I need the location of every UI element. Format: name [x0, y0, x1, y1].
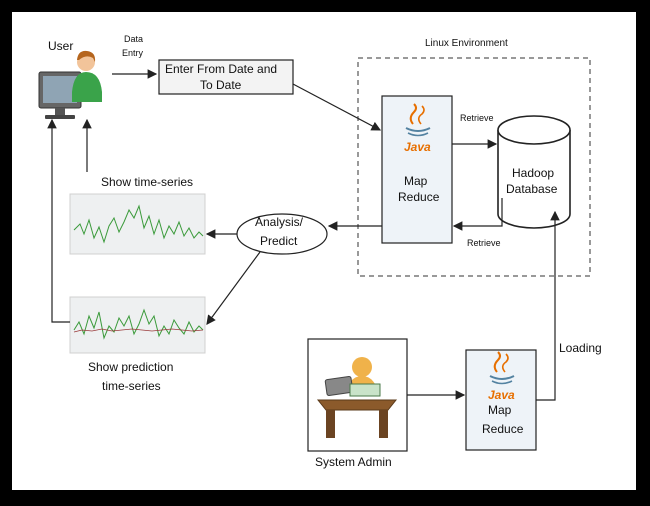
- user-label: User: [48, 39, 74, 53]
- prediction-series-chart: [69, 296, 206, 354]
- map-reduce-box-linux: [381, 95, 453, 244]
- java-text: Java: [488, 388, 515, 402]
- diagram-canvas: User Data Entry Enter From Date and To D…: [12, 12, 636, 490]
- data-entry-label-line2: Entry: [122, 48, 144, 58]
- reduce-label: Reduce: [482, 422, 524, 436]
- admin-at-desk-icon: [316, 357, 398, 438]
- hadoop-database-cylinder: [497, 115, 571, 229]
- map-label: Map: [488, 403, 512, 417]
- hadoop-database-label-line1: Hadoop: [512, 166, 555, 180]
- reduce-label: Reduce: [398, 190, 440, 204]
- enter-dates-label-line1: Enter From Date and: [165, 62, 278, 76]
- loading-label: Loading: [559, 341, 602, 355]
- analysis-label-line1: Analysis/: [255, 215, 304, 229]
- arrow-prediction-to-user: [47, 118, 70, 323]
- java-text: Java: [404, 140, 431, 154]
- retrieve-label-bottom: Retrieve: [467, 238, 501, 248]
- show-prediction-label-line1: Show prediction: [88, 360, 174, 374]
- connectors-layer: [38, 50, 591, 452]
- enter-dates-label-line2: To Date: [200, 78, 242, 92]
- hadoop-database-label-line2: Database: [506, 182, 558, 196]
- data-entry-label-line1: Data: [124, 34, 144, 44]
- arrow-enter-dates-to-map-reduce: [292, 83, 382, 131]
- arrow-database-retrieve-return: [452, 198, 503, 231]
- map-label: Map: [404, 174, 428, 188]
- java-logo-icon: [405, 103, 431, 137]
- analysis-label-line2: Predict: [260, 234, 298, 248]
- time-series-chart: [69, 193, 206, 255]
- arrow-loading-to-database: [536, 210, 560, 401]
- java-logo-icon: [489, 351, 515, 385]
- arrow-analysis-to-prediction: [206, 251, 261, 325]
- retrieve-label-top: Retrieve: [460, 113, 494, 123]
- linux-environment-label: Linux Environment: [425, 38, 508, 49]
- show-prediction-label-line2: time-series: [102, 379, 161, 393]
- enter-dates-box: [158, 59, 294, 95]
- show-time-series-label: Show time-series: [101, 175, 194, 189]
- map-reduce-box-bottom: [465, 349, 537, 451]
- system-admin-label: System Admin: [315, 455, 392, 469]
- user-at-computer-icon: [38, 50, 102, 119]
